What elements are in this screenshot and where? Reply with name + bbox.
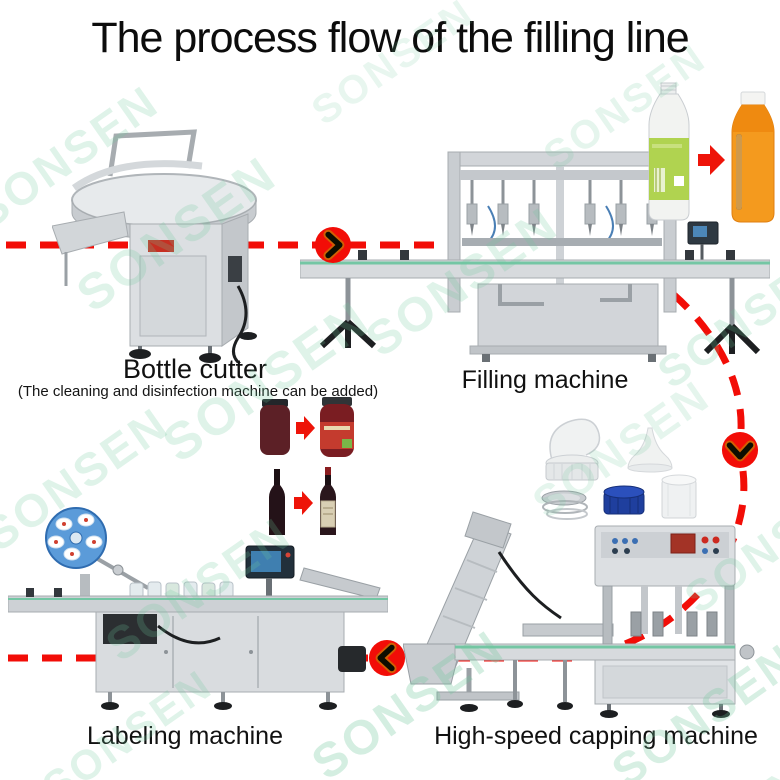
caps-photo: [532, 416, 722, 521]
white-cylinder-cap: [661, 474, 697, 519]
filled-juice-bottle: [731, 91, 775, 223]
cable: [497, 551, 562, 620]
tripod-leg-left: [319, 319, 377, 349]
outfeed-tray: [51, 211, 129, 255]
labeling-machine-photo: [7, 496, 389, 711]
chevron-right-icon: [314, 226, 352, 264]
flow-line-right-curve: [670, 291, 745, 431]
filling-machine-label: Filling machine: [461, 366, 629, 394]
labeling-machine-label: Labeling machine: [87, 722, 283, 750]
page-title: The process flow of the filling line: [91, 14, 689, 62]
warning-sticker: [148, 240, 174, 252]
filling-before-after-photo: [638, 82, 778, 232]
capping-machine-label: High-speed capping machine: [434, 722, 758, 750]
flip-top-cap: [545, 418, 601, 481]
flow-step-arrow-right: [314, 226, 352, 269]
blue-screw-cap: [603, 485, 645, 515]
labeled-wine-bottle: [320, 467, 336, 535]
label-roller: [80, 574, 90, 600]
bottles-on-conveyor: [129, 581, 234, 599]
arrow-right-icon: [296, 416, 315, 440]
cone-cap: [627, 427, 673, 473]
bottle-cutter-note: (The cleaning and disinfection machine c…: [17, 383, 379, 400]
panel-screen: [670, 533, 696, 554]
control-box: [228, 256, 242, 282]
wrap-arm: [299, 567, 381, 600]
plain-jar: [260, 405, 290, 455]
power-cable: [232, 285, 248, 366]
bottle-cutter-label: Bottle cutter: [122, 354, 268, 384]
plain-wine-bottle: [269, 469, 285, 535]
aluminum-caps: [541, 490, 588, 520]
flow-step-arrow-down: [721, 431, 759, 474]
printer-unit: [103, 614, 157, 644]
capping-machine-photo: [402, 496, 768, 721]
flow-step-arrow-left: [368, 639, 406, 682]
tripod-leg-right: [703, 323, 761, 355]
motor: [338, 646, 366, 672]
turntable-handle: [107, 129, 197, 177]
chevron-left-icon: [368, 639, 406, 677]
bottle-cutter-photo: [51, 128, 267, 366]
cap-chute: [522, 623, 614, 637]
chevron-down-icon: [721, 431, 759, 469]
labeling-before-after-photo: [252, 395, 362, 540]
arrow-right-icon: [698, 145, 725, 175]
arrow-right-icon: [294, 491, 313, 515]
cap-hopper: [402, 643, 462, 685]
end-roller: [739, 644, 755, 660]
empty-bottle: [648, 82, 690, 221]
capping-heads: [630, 611, 718, 637]
